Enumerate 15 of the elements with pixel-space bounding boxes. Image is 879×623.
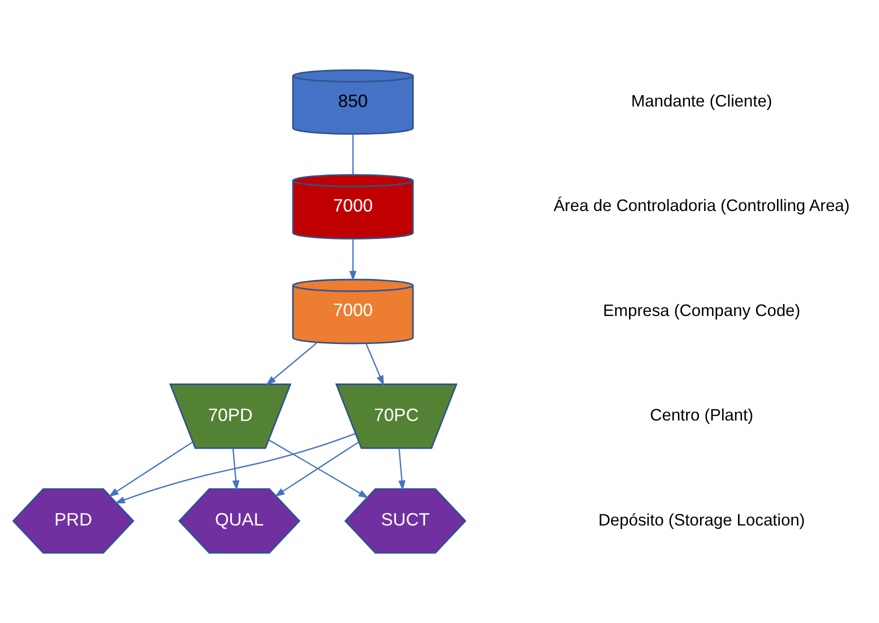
arrow <box>398 448 406 491</box>
label: Depósito (Storage Location) <box>598 510 805 530</box>
arrow <box>232 448 240 491</box>
arrow <box>268 439 369 498</box>
label: Mandante (Cliente) <box>631 91 772 110</box>
label: Centro (Plant) <box>650 406 754 425</box>
arrow <box>274 441 360 497</box>
connector <box>352 134 354 174</box>
arrow <box>365 343 384 386</box>
arrow <box>114 433 356 504</box>
label: Área de Controladoria (Controlling Area) <box>554 196 850 216</box>
arrow <box>266 342 317 386</box>
arrow <box>349 238 357 282</box>
label: Empresa (Company Code) <box>602 300 800 320</box>
arrow <box>108 441 194 497</box>
